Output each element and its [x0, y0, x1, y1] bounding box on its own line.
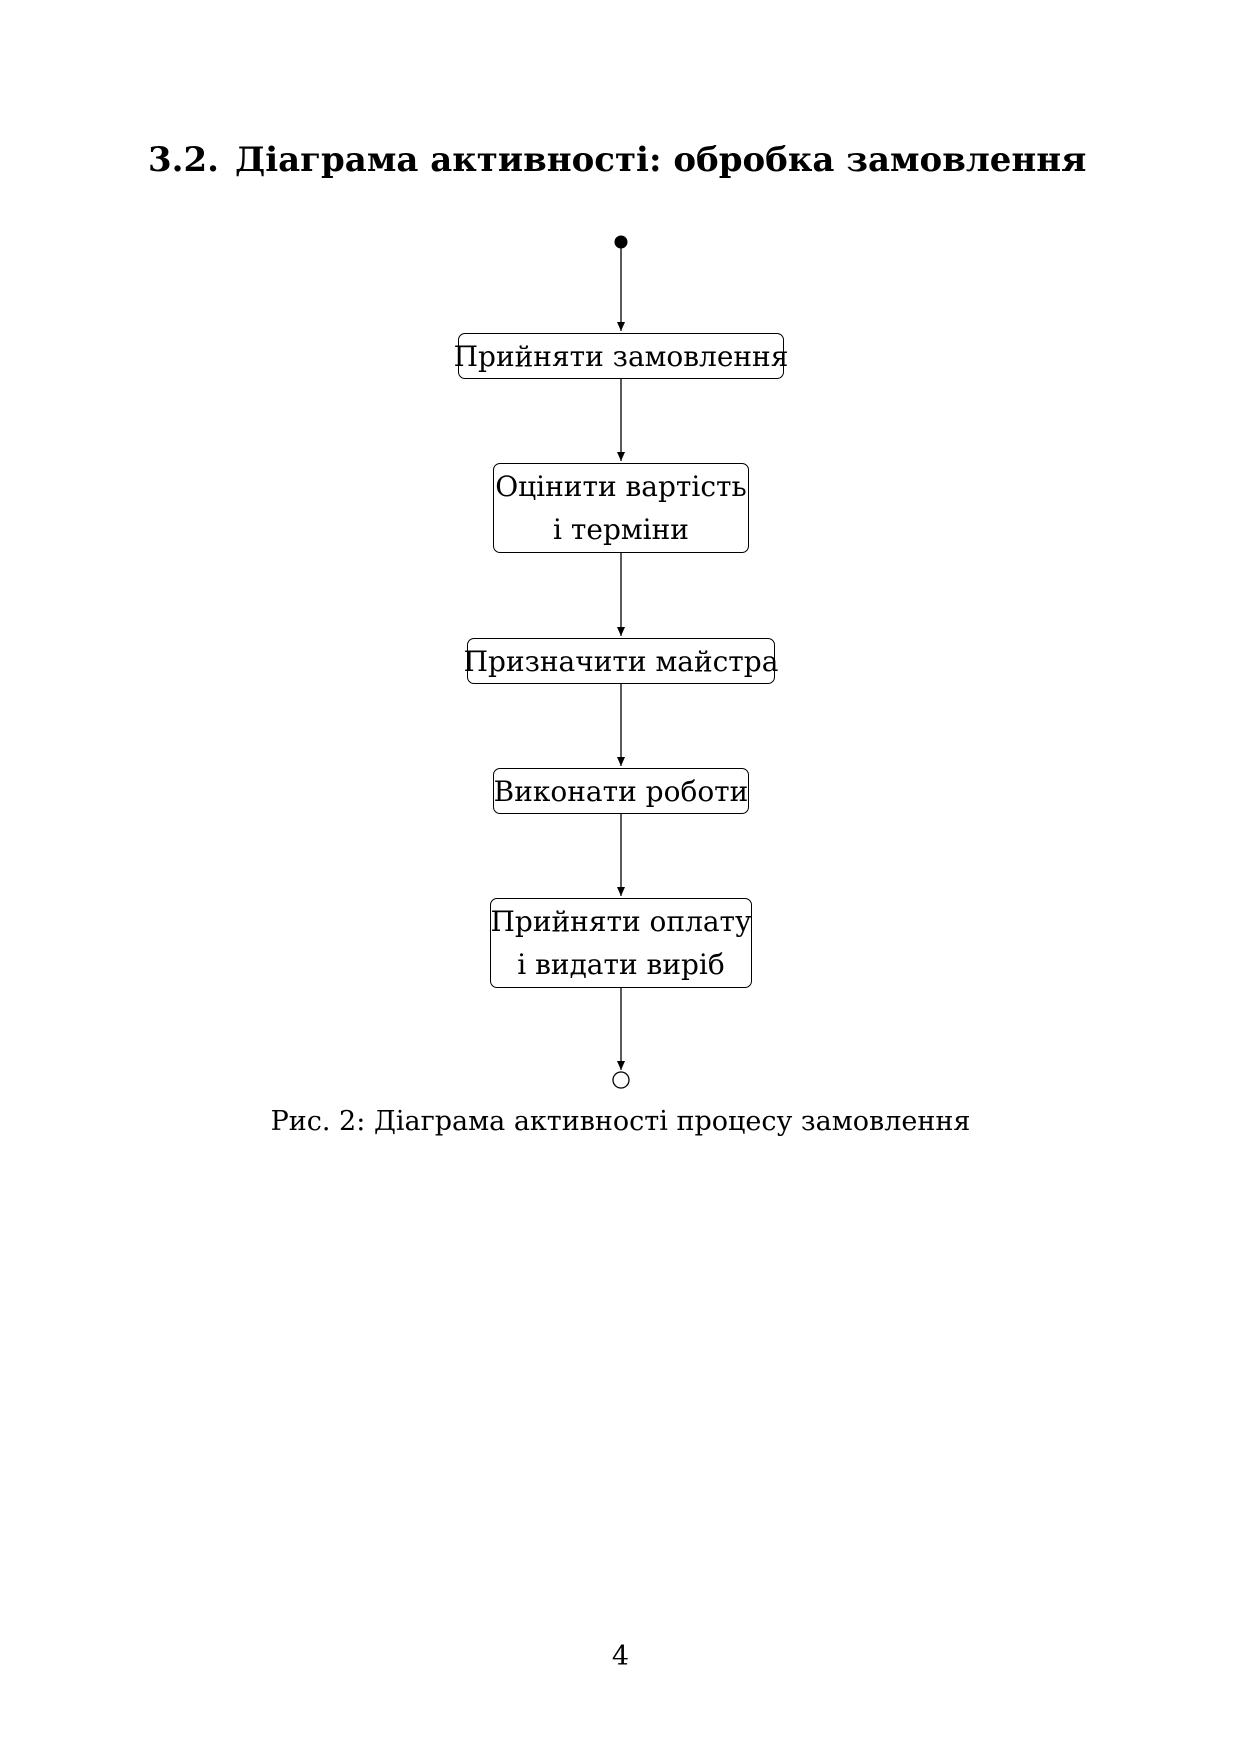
section-heading: 3.2. Діаграма активності: обробка замовле… [148, 140, 1086, 181]
activity-label: і терміни [553, 513, 689, 546]
figure-caption-text: Діаграма активності процесу замовлення [373, 1106, 971, 1137]
activity-receive-order: Прийняти замовлення [454, 333, 788, 379]
figure-caption: Рис. 2: Діаграма активності процесу замо… [0, 1106, 1241, 1137]
activity-label: і видати виріб [517, 948, 725, 981]
final-node [612, 1071, 630, 1089]
initial-node [614, 235, 628, 249]
activity-assign-master: Призначити майстра [464, 638, 778, 684]
figure-caption-label: Рис. 2: [270, 1106, 366, 1137]
activity-estimate-cost: Оцінити вартість і терміни [493, 463, 749, 553]
activity-label: Прийняти замовлення [453, 339, 789, 373]
section-number: 3.2. [148, 140, 219, 180]
activity-label: Оцінити вартість [495, 470, 747, 503]
section-title: Діаграма активності: обробка замовлення [235, 140, 1087, 180]
activity-perform-work: Виконати роботи [493, 768, 749, 814]
activity-label: Виконати роботи [493, 774, 749, 808]
activity-label: Призначити майстра [463, 644, 779, 678]
activity-accept-payment: Прийняти оплату і видати виріб [490, 898, 752, 988]
activity-label: Прийняти оплату [490, 905, 752, 938]
page-number: 4 [611, 1641, 630, 1672]
